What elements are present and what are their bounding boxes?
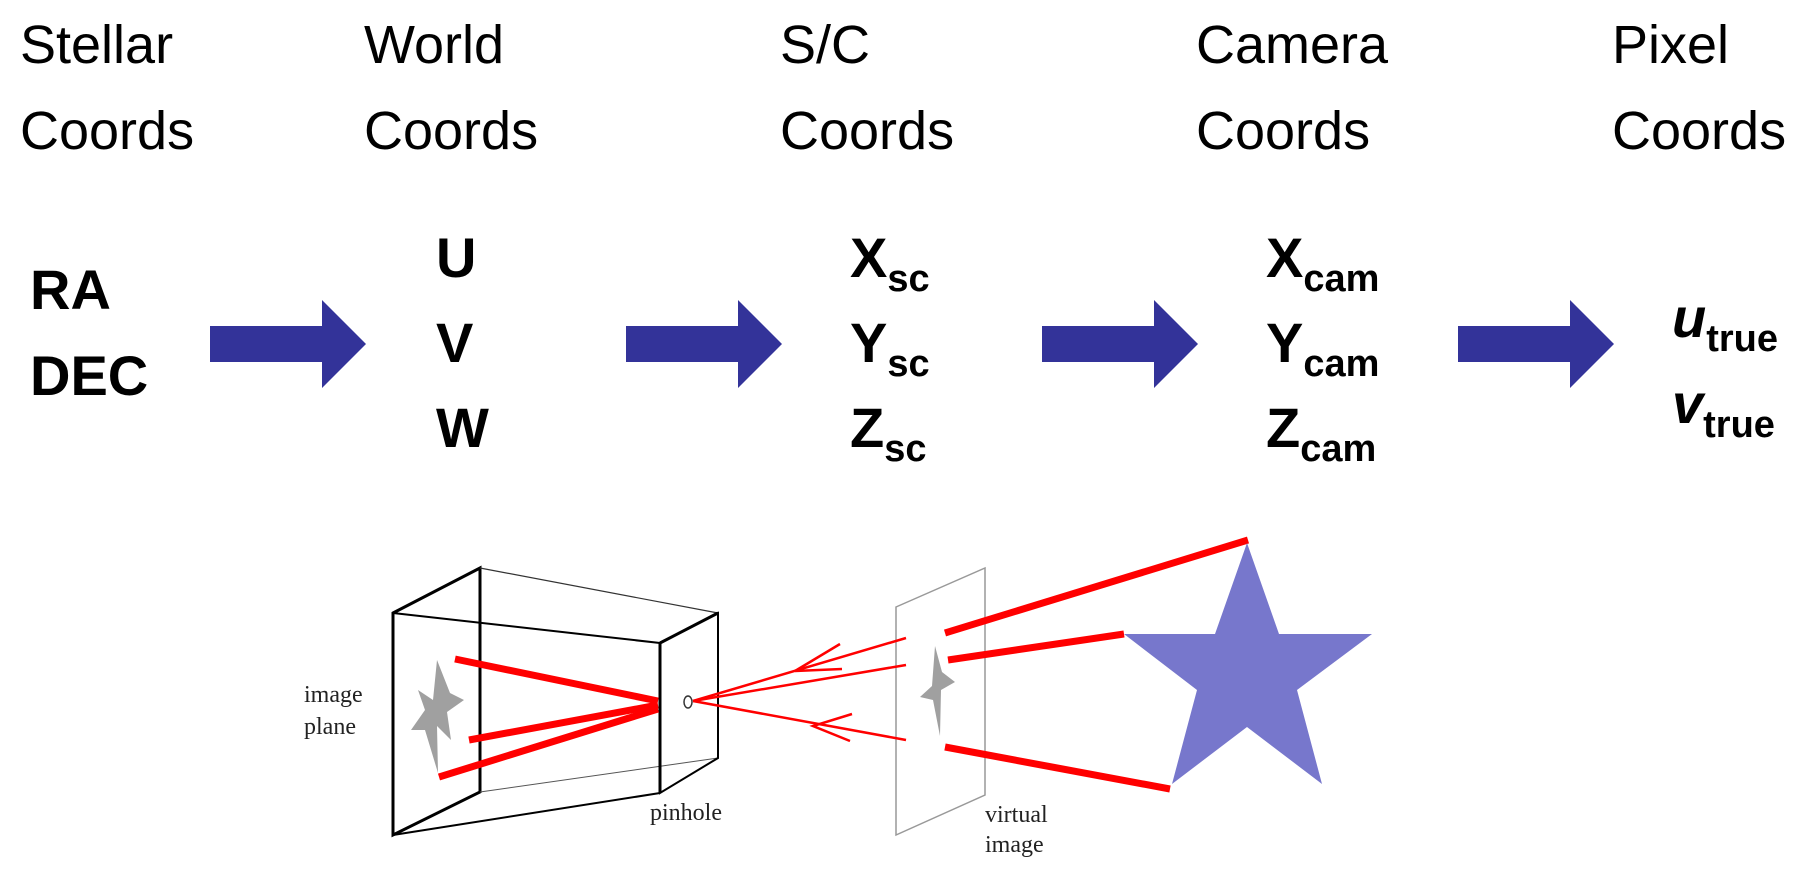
header-world: World Coords: [364, 2, 538, 174]
camera-x: Xcam: [1266, 226, 1380, 300]
camera-y: Ycam: [1266, 311, 1380, 385]
camera-edge-top-left: [392, 612, 661, 644]
arrow-world-to-spacecraft: [626, 300, 782, 388]
pinhole-label: pinhole: [650, 800, 722, 826]
header-stellar-line2: Coords: [20, 101, 195, 161]
virtual-star-icon: [920, 646, 955, 736]
world-v: V: [436, 311, 474, 374]
spacecraft-x: Xsc: [850, 226, 930, 300]
virtual-image-plane: [895, 566, 986, 837]
arrow-camera-to-pixel: [1458, 300, 1614, 388]
pixel-u: utrue: [1672, 286, 1779, 360]
header-world-line1: World: [364, 15, 505, 75]
stellar-dec: DEC: [30, 344, 149, 407]
ray-outer-middle: [947, 630, 1125, 664]
camera-edge-top-back: [479, 567, 719, 614]
camera-edge-bottom-back: [479, 757, 719, 793]
star-icon: [1124, 543, 1372, 784]
ray-inner-bottom: [437, 705, 660, 781]
ray-outer-top: [943, 536, 1250, 637]
arrow-spacecraft-to-camera-shape: [1042, 300, 1198, 388]
pinhole-icon: [683, 695, 693, 709]
header-spacecraft-line1: S/C: [780, 15, 871, 75]
pinhole-face-top-edge: [659, 611, 719, 645]
arrow-world-to-spacecraft-shape: [626, 300, 782, 388]
image-plane-label-line1: image: [304, 682, 363, 708]
arrow-camera-to-pixel-shape: [1458, 300, 1614, 388]
ray-thin-bottom: [692, 699, 907, 742]
header-stellar-line1: Stellar: [20, 15, 174, 75]
stellar-ra: RA: [30, 258, 111, 321]
arrow-stellar-to-world: [210, 300, 366, 388]
arrow-spacecraft-to-camera: [1042, 300, 1198, 388]
image-star-icon: [411, 660, 464, 773]
spacecraft-y: Ysc: [850, 311, 930, 385]
header-world-line2: Coords: [364, 101, 539, 161]
header-pixel-line2: Coords: [1612, 101, 1787, 161]
pixel-v: vtrue: [1672, 372, 1775, 446]
header-pixel: Pixel Coords: [1612, 2, 1786, 174]
header-camera-line2: Coords: [1196, 101, 1371, 161]
camera-edge-bottom: [392, 792, 661, 836]
arrow-stellar-to-world-shape: [210, 300, 366, 388]
world-w: W: [436, 396, 489, 459]
header-stellar: Stellar Coords: [20, 2, 194, 174]
header-pixel-line1: Pixel: [1612, 15, 1730, 75]
ray-arrowhead-bottom: [809, 712, 853, 743]
spacecraft-z: Zsc: [850, 396, 927, 470]
header-camera: Camera Coords: [1196, 2, 1388, 174]
header-spacecraft-line2: Coords: [780, 101, 955, 161]
world-u: U: [436, 226, 477, 289]
ray-thin-middle: [692, 663, 907, 703]
virtual-image-label-line2: image: [985, 832, 1044, 858]
virtual-image-label-line1: virtual: [985, 802, 1048, 828]
header-spacecraft: S/C Coords: [780, 2, 954, 174]
ray-outer-bottom: [944, 743, 1171, 793]
camera-z: Zcam: [1266, 396, 1377, 470]
ray-inner-top: [454, 655, 659, 705]
header-camera-line1: Camera: [1196, 15, 1389, 75]
ray-inner-middle: [468, 701, 659, 744]
image-plane-label-line2: plane: [304, 714, 356, 740]
ray-arrowhead-top: [794, 642, 843, 673]
